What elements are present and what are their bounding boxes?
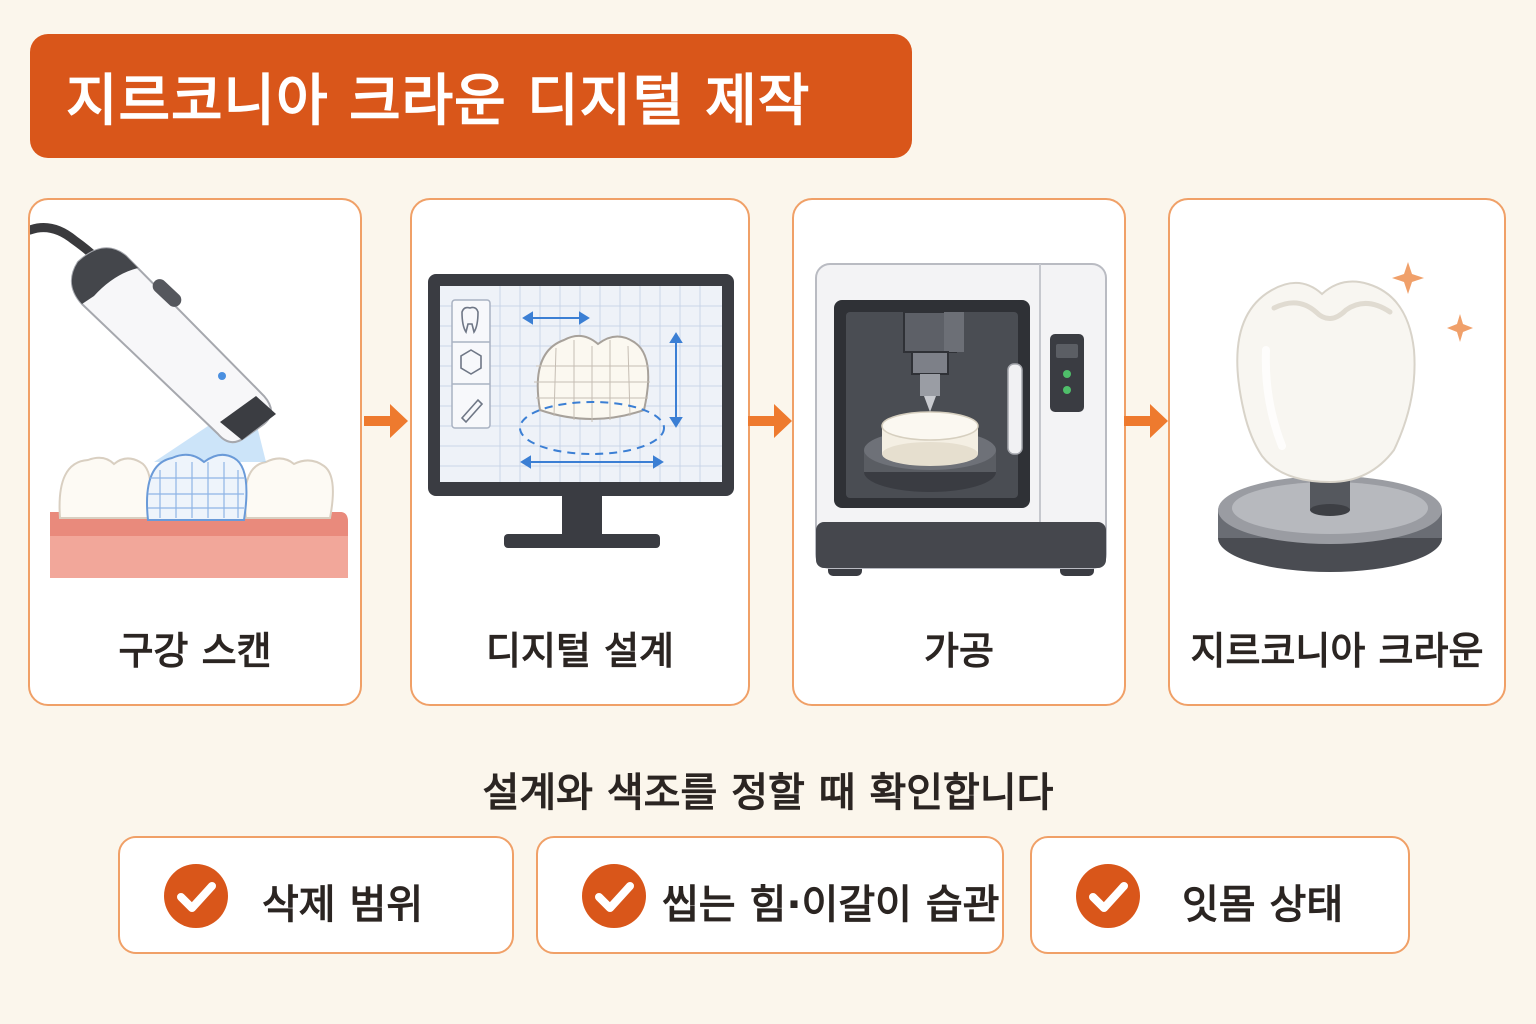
milling-machine-icon (815, 263, 1107, 576)
cad-monitor-icon (428, 274, 734, 548)
page-title: 지르코니아 크라운 디지털 제작 (66, 68, 811, 134)
arrow-right-icon (748, 404, 792, 438)
step-card-crown: 지르코니아 크라운 (1168, 198, 1506, 706)
step-label-scan: 구강 스캔 (118, 629, 272, 673)
checkmark-circle-icon (582, 864, 646, 928)
arrow-right-icon (1124, 404, 1168, 438)
title-banner: 지르코니아 크라운 디지털 제작 (30, 34, 912, 158)
step-card-scan: 구강 스캔 (28, 198, 362, 706)
check-label: 씹는 힘·이갈이 습관 (662, 882, 1000, 928)
check-item-gum-condition: 잇몸 상태 (1030, 836, 1410, 954)
step-card-design: 디지털 설계 (410, 198, 750, 706)
check-item-reduction: 삭제 범위 (118, 836, 514, 954)
check-label: 삭제 범위 (262, 882, 424, 928)
step-card-milling: 가공 (792, 198, 1126, 706)
check-item-bite-force: 씹는 힘·이갈이 습관 (536, 836, 1004, 954)
intraoral-scanner-icon (30, 223, 348, 578)
checkmark-circle-icon (164, 864, 228, 928)
step-label-crown: 지르코니아 크라운 (1190, 629, 1484, 673)
check-label: 잇몸 상태 (1182, 882, 1344, 928)
arrow-right-icon (364, 404, 408, 438)
section-subtitle: 설계와 색조를 정할 때 확인합니다 (482, 770, 1054, 816)
zirconia-crown-icon (1218, 262, 1473, 572)
checkmark-circle-icon (1076, 864, 1140, 928)
step-label-design: 디지털 설계 (485, 629, 675, 673)
step-label-milling: 가공 (924, 629, 994, 673)
